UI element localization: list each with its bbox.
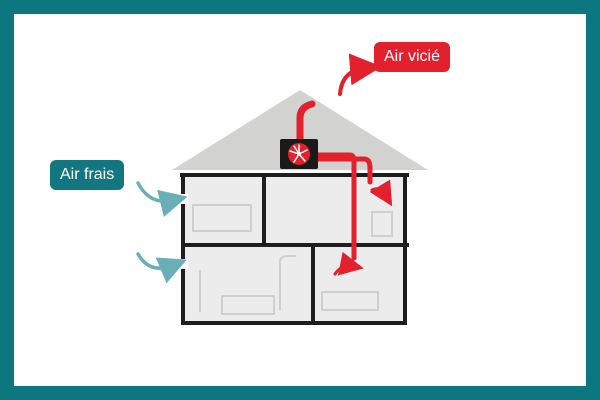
stale-air-label: Air vicié bbox=[374, 42, 451, 72]
bedroom-icon bbox=[192, 204, 252, 232]
fresh-air-vent bbox=[180, 259, 188, 269]
extraction-arrow bbox=[369, 179, 393, 207]
fresh-air-vent bbox=[180, 194, 188, 204]
fan-icon bbox=[288, 143, 310, 165]
extraction-arrow bbox=[333, 251, 364, 276]
extraction-duct bbox=[315, 152, 357, 261]
living-room-icon bbox=[221, 295, 275, 315]
shower-icon bbox=[321, 291, 379, 311]
bathroom-icon bbox=[371, 211, 393, 237]
fresh-air-arrow bbox=[136, 252, 187, 284]
ventilation-unit bbox=[280, 139, 318, 169]
floor-lamp-icon bbox=[279, 255, 296, 310]
fresh-air-label: Air frais bbox=[50, 160, 125, 190]
fresh-air-arrow bbox=[136, 181, 188, 217]
exhaust-duct bbox=[296, 100, 316, 146]
stale-air-arrow bbox=[338, 53, 382, 96]
house-body bbox=[183, 175, 405, 323]
extraction-duct bbox=[315, 156, 373, 185]
room-furnishings bbox=[192, 204, 393, 315]
